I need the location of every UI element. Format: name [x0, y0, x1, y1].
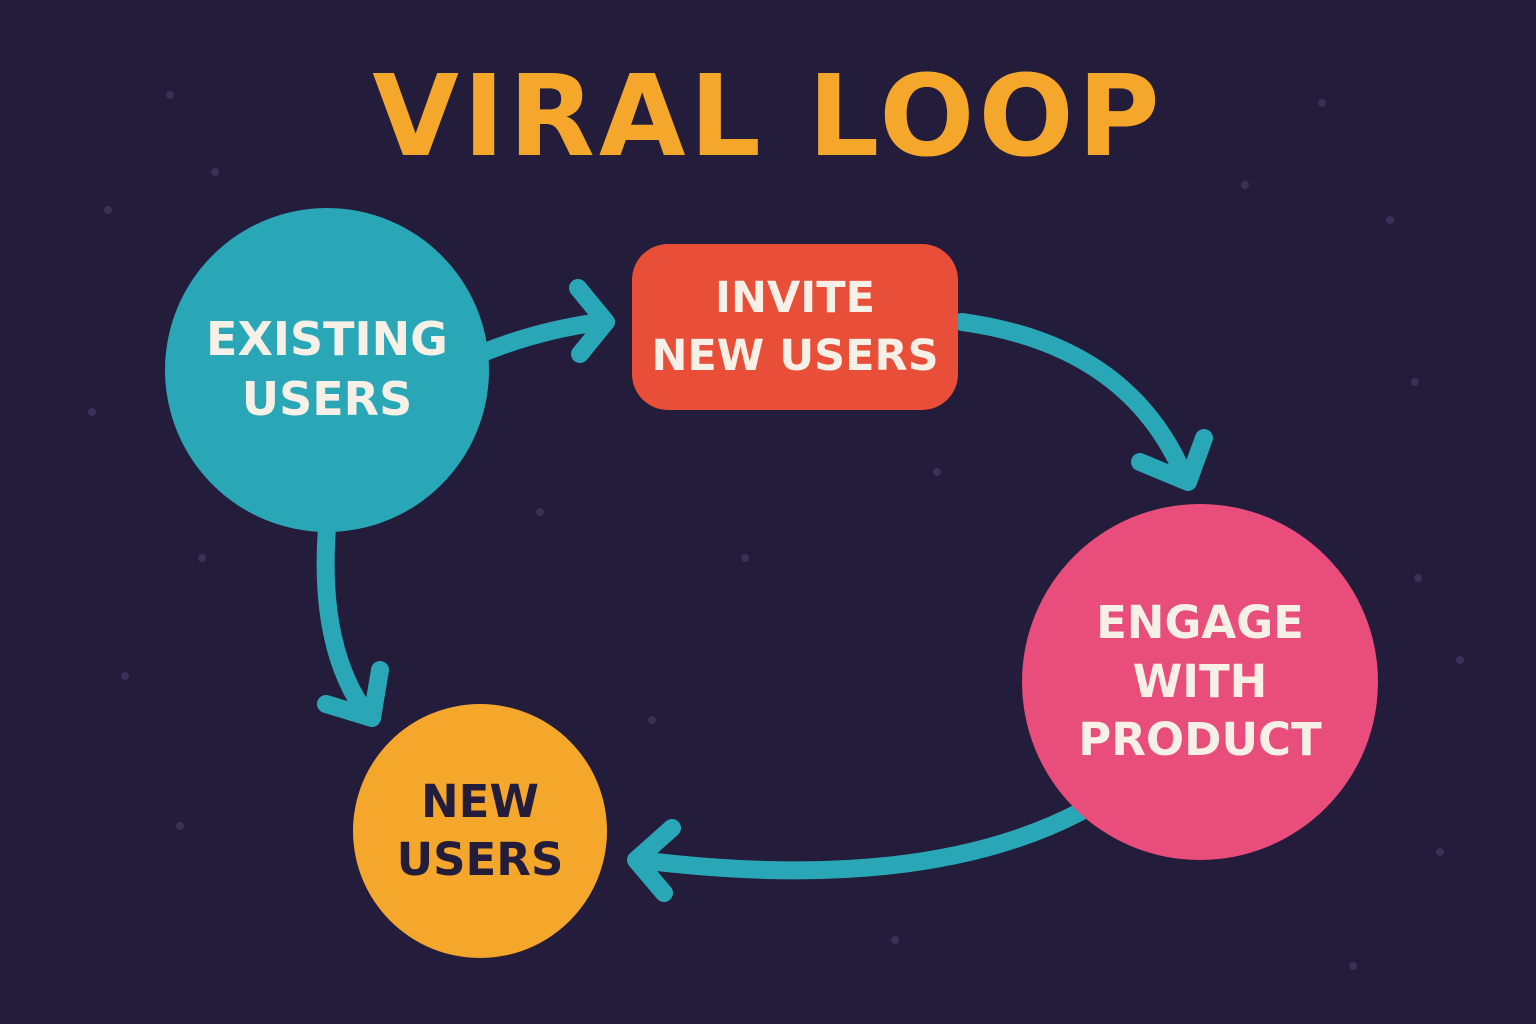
- background-dot: [1436, 848, 1444, 856]
- page-title: VIRAL LOOP: [372, 52, 1164, 182]
- background-dot: [198, 554, 206, 562]
- background-dot: [1318, 99, 1326, 107]
- background-dot: [1456, 656, 1464, 664]
- arrow-existing-to-new-users: [316, 519, 389, 727]
- node-invite-new-users: INVITE NEW USERS: [632, 244, 958, 410]
- background-dot: [536, 508, 544, 516]
- node-label-line: WITH: [1132, 654, 1268, 708]
- background-dot: [1241, 181, 1249, 189]
- node-label-line: ENGAGE: [1096, 596, 1304, 650]
- background-dot: [1414, 574, 1422, 582]
- background-dot: [104, 206, 112, 214]
- node-label-line: INVITE: [715, 272, 875, 323]
- background-dot: [166, 91, 174, 99]
- background-dot: [648, 716, 656, 724]
- node-label-line: PRODUCT: [1078, 713, 1322, 767]
- arrow-existing-to-invite: [476, 279, 615, 363]
- background-dot: [741, 554, 749, 562]
- node-label-line: EXISTING: [206, 312, 448, 367]
- background-dot: [88, 408, 96, 416]
- node-label-line: NEW USERS: [651, 331, 939, 381]
- node-label-line: NEW: [420, 774, 540, 828]
- background-dot: [891, 936, 899, 944]
- background-dot: [933, 468, 941, 476]
- background-dot: [211, 168, 219, 176]
- background-dot: [121, 672, 129, 680]
- node-label-line: USERS: [241, 372, 413, 426]
- background-dot: [1349, 962, 1357, 970]
- arrow-invite-to-engage: [953, 313, 1213, 491]
- arrow-engage-to-new-users: [627, 803, 1089, 902]
- background-dot: [176, 822, 184, 830]
- background-dot: [1386, 216, 1394, 224]
- background-dot: [1411, 378, 1419, 386]
- node-label-line: USERS: [396, 833, 564, 886]
- background-dots: [88, 91, 1464, 970]
